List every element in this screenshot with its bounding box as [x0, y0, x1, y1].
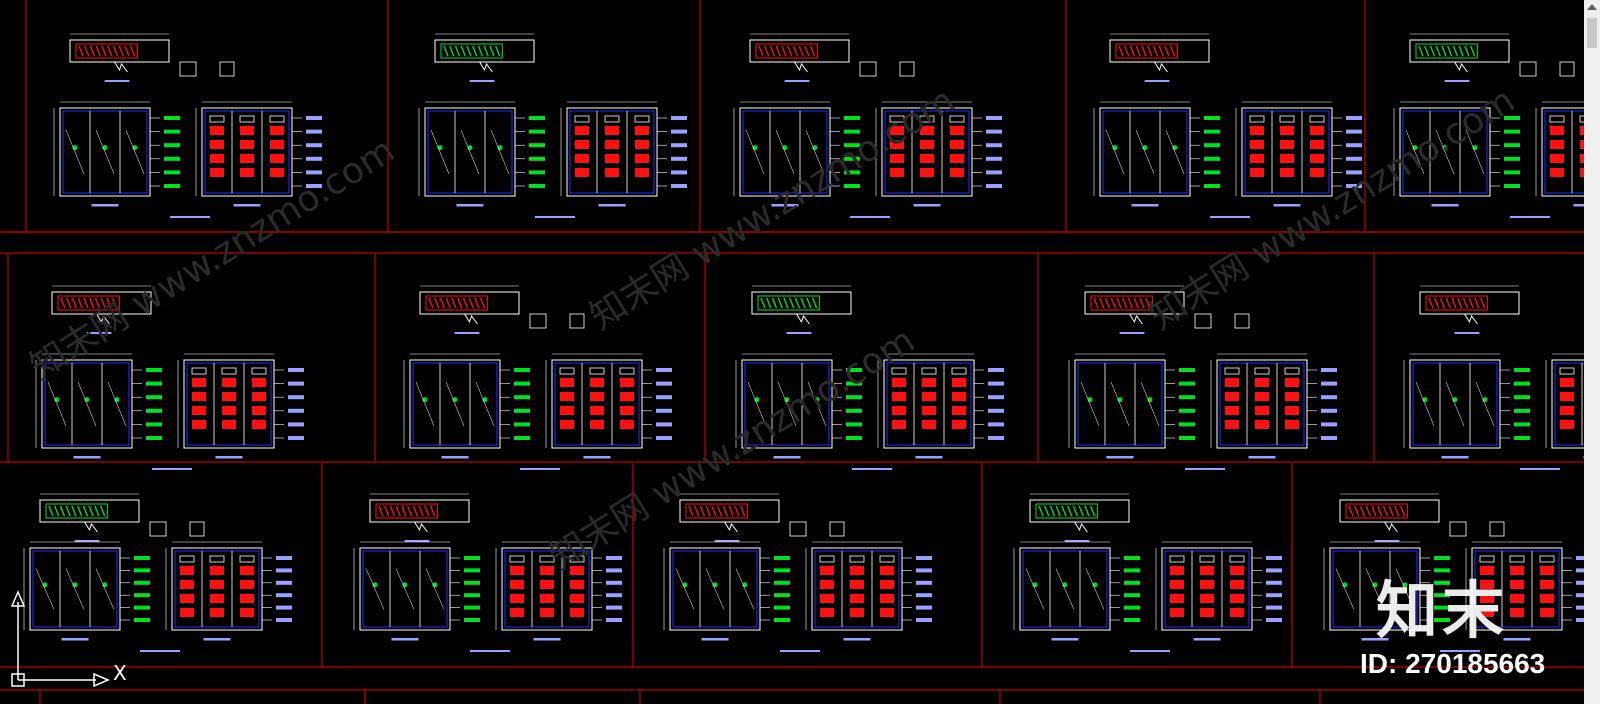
wardrobe-panel	[1013, 493, 1282, 652]
wardrobe-panel	[1323, 493, 1592, 652]
scroll-up-arrow-icon[interactable]	[1587, 4, 1597, 10]
wardrobe-panel	[1068, 285, 1337, 470]
wardrobe-panel	[735, 285, 1004, 470]
wardrobe-panel	[403, 285, 672, 470]
wardrobe-panel	[733, 33, 1002, 218]
brand-logo-watermark: 知末	[1376, 574, 1509, 647]
wardrobe-panel	[53, 33, 322, 218]
wardrobe-panel	[353, 493, 622, 652]
scrollbar-thumb[interactable]	[1587, 18, 1597, 48]
image-id-watermark: ID: 270185663	[1360, 648, 1546, 679]
ucs-axis-icon	[10, 590, 110, 688]
ucs-x-label: X	[113, 661, 127, 685]
vertical-scrollbar[interactable]	[1584, 0, 1600, 704]
wardrobe-elevation-panels	[23, 33, 1600, 652]
wardrobe-panel	[418, 33, 687, 218]
wardrobe-panel	[663, 493, 932, 652]
wardrobe-panel	[35, 285, 304, 470]
wardrobe-panel	[1093, 33, 1362, 218]
wardrobe-panel	[1403, 285, 1600, 470]
wardrobe-panel	[23, 493, 292, 652]
